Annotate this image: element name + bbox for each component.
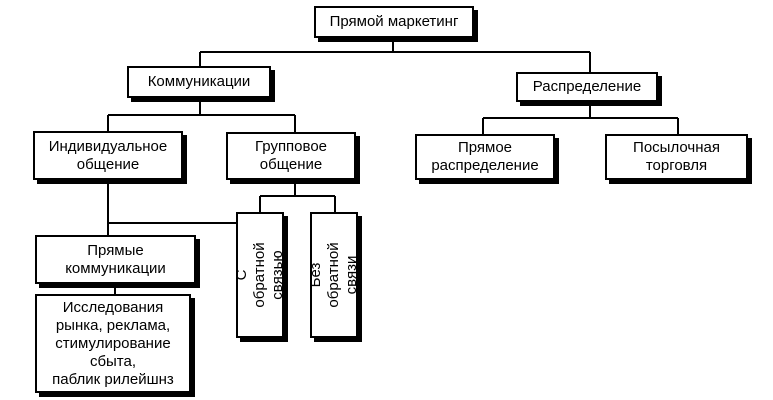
node-direct-marketing: Прямой маркетинг xyxy=(314,6,474,38)
node-distribution: Распределение xyxy=(516,72,658,102)
node-label: С обратной связью xyxy=(233,242,286,308)
node-label: Прямой маркетинг xyxy=(329,13,459,30)
node-label: Групповое общение xyxy=(254,138,328,173)
node-label: Коммуникации xyxy=(147,73,251,90)
node-label: Исследования рынка, реклама, стимулирова… xyxy=(52,298,174,388)
node-label: Прямое распределение xyxy=(431,139,539,174)
node-mail-order-trade: Посылочная торговля xyxy=(605,134,748,180)
node-label: Индивидуальное общение xyxy=(48,137,168,173)
node-marketing-activities: Исследования рынка, реклама, стимулирова… xyxy=(35,294,191,393)
node-individual-communication: Индивидуальное общение xyxy=(33,131,183,180)
node-label: Без обратной связи xyxy=(307,242,360,308)
node-direct-distribution: Прямое распределение xyxy=(415,134,555,180)
node-label: Посылочная торговля xyxy=(633,139,720,174)
node-communications: Коммуникации xyxy=(127,66,271,98)
node-label: Прямые коммуникации xyxy=(65,241,166,277)
node-label: Распределение xyxy=(532,78,642,95)
node-group-communication: Групповое общение xyxy=(226,132,356,180)
node-without-feedback: Без обратной связи xyxy=(307,212,360,338)
node-direct-communications: Прямые коммуникации xyxy=(35,235,196,284)
node-with-feedback: С обратной связью xyxy=(233,212,286,338)
